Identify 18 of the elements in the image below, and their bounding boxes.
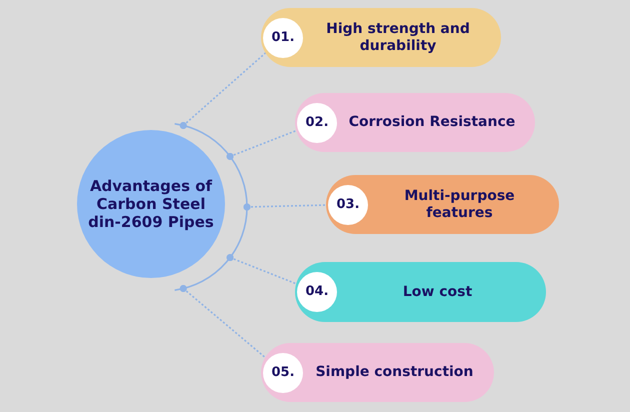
number-badge bbox=[297, 102, 337, 142]
item-number: 03. bbox=[336, 196, 360, 212]
advantage-text: High strength and durability bbox=[325, 20, 471, 54]
item-number: 05. bbox=[271, 364, 295, 380]
topic-title: Advantages of Carbon Steel din-2609 Pipes bbox=[87, 177, 215, 231]
item-number: 04. bbox=[305, 284, 329, 300]
number-badge bbox=[263, 352, 303, 392]
advantage-text: Corrosion Resistance bbox=[348, 114, 516, 131]
advantage-text: Simple construction bbox=[316, 364, 474, 381]
number-badge bbox=[297, 272, 337, 312]
advantage-pill bbox=[261, 343, 494, 402]
number-badge bbox=[328, 184, 368, 224]
advantage-pill bbox=[261, 8, 501, 67]
number-badge bbox=[263, 18, 303, 58]
advantage-text: Multi-purpose features bbox=[403, 188, 516, 222]
advantage-text: Low cost bbox=[402, 284, 472, 300]
item-number: 01. bbox=[271, 30, 295, 46]
item-number: 02. bbox=[305, 114, 329, 130]
